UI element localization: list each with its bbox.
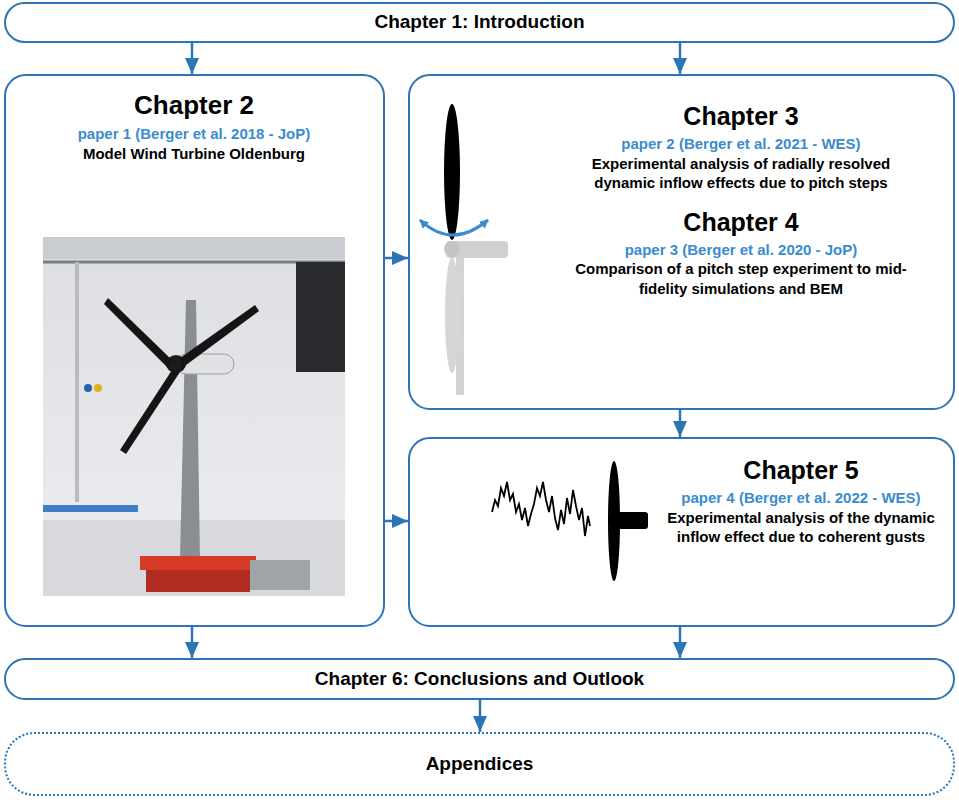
chapter-bar: Chapter 1: Introduction — [4, 2, 955, 43]
chapter-bar: Chapter 6: Conclusions and Outlook — [4, 658, 955, 700]
flow-arrow — [385, 257, 408, 260]
flow-arrow — [191, 627, 194, 658]
turbine-photo-part — [84, 384, 92, 392]
chapter-description: Experimental analysis of radially resolv… — [571, 154, 911, 193]
turbine-photo-part — [75, 262, 79, 502]
paper-reference: paper 3 (Berger et al. 2020 - JoP) — [625, 240, 858, 260]
flow-arrow — [679, 43, 682, 74]
turbine-photo-part — [250, 560, 310, 590]
turbine-photo-part — [43, 505, 138, 512]
paper-reference: paper 2 (Berger et al. 2021 - WES) — [621, 134, 860, 154]
chapter-heading: Chapter 4 — [683, 207, 798, 237]
gust-sketch-part — [612, 512, 648, 529]
chapter-panel: Chapter 3 paper 2 (Berger et al. 2021 - W… — [408, 74, 955, 410]
gust-sketch — [492, 461, 648, 581]
chapter-description: Model Wind Turbine Oldenburg — [83, 144, 305, 164]
text-column: Chapter 2 paper 1 (Berger et al. 2018 - J… — [6, 90, 382, 163]
turbine-photo-part — [140, 556, 256, 570]
appendix-bar: Appendices — [4, 732, 955, 796]
turbine-photo-part — [146, 570, 250, 592]
turbine-photo-part — [296, 262, 345, 372]
text-column: Chapter 1: Introduction — [6, 4, 953, 41]
pitch-step-sketch — [420, 104, 508, 395]
turbine-photo-part — [104, 298, 172, 368]
paper-reference: paper 1 (Berger et al. 2018 - JoP) — [78, 124, 311, 144]
turbine-photo-part — [180, 305, 259, 368]
flow-arrow — [191, 43, 194, 74]
turbine-photo-part — [43, 237, 345, 596]
chapter-title: Appendices — [426, 753, 534, 776]
chapter-heading: Chapter 2 — [134, 90, 254, 121]
text-column: Chapter 3 paper 2 (Berger et al. 2021 - W… — [530, 101, 952, 298]
turbine-photo-part — [43, 237, 345, 259]
pitch-step-sketch-part — [444, 241, 460, 257]
turbine-photo-part — [94, 384, 102, 392]
chapter-title: Chapter 1: Introduction — [374, 11, 584, 34]
chapter-panel: Chapter 5 paper 4 (Berger et al. 2022 - W… — [408, 437, 955, 627]
turbine-photo-part — [180, 300, 200, 560]
chapter-panel: Chapter 2 paper 1 (Berger et al. 2018 - J… — [4, 74, 385, 627]
pitch-step-sketch-part — [444, 104, 460, 240]
text-column: Appendices — [6, 734, 953, 794]
flow-arrow — [385, 520, 408, 523]
turbine-photo-part — [120, 370, 180, 454]
chapter-title: Chapter 6: Conclusions and Outlook — [315, 668, 644, 691]
chapter-description: Comparison of a pitch step experiment to… — [571, 259, 911, 298]
paper-reference: paper 4 (Berger et al. 2022 - WES) — [681, 488, 920, 508]
text-column: Chapter 5 paper 4 (Berger et al. 2022 - W… — [650, 455, 952, 547]
pitch-step-sketch-part — [445, 257, 459, 373]
text-column: Chapter 6: Conclusions and Outlook — [6, 660, 953, 698]
chapter-heading: Chapter 3 — [683, 101, 798, 131]
gust-sketch-part — [492, 482, 590, 536]
flow-arrow — [679, 627, 682, 658]
chapter-description: Experimental analysis of the dynamic inf… — [650, 508, 952, 547]
chapter-heading: Chapter 5 — [743, 455, 858, 485]
flow-arrow — [679, 410, 682, 437]
pitch-step-sketch-part — [420, 220, 488, 235]
turbine-photo — [43, 237, 345, 596]
flow-arrow — [479, 700, 482, 732]
